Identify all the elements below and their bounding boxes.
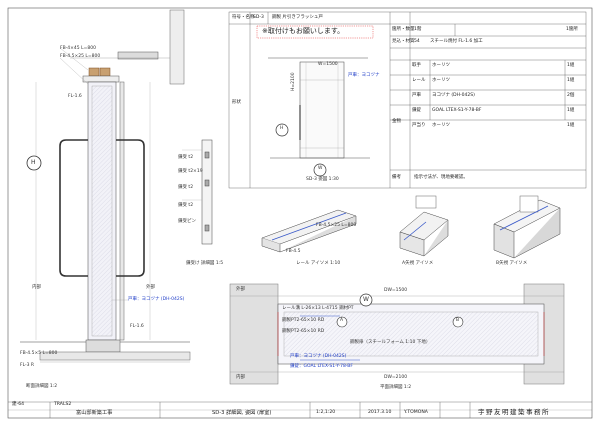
label-note: 備考 — [392, 175, 401, 180]
h-marker-circle — [26, 155, 42, 171]
plan-dim: DW=1500 — [384, 288, 408, 293]
spec-table-grid — [228, 11, 587, 189]
plan-dim2: DW=2100 — [384, 375, 408, 380]
front-h-circle — [275, 123, 289, 137]
door-name: 鋼製 片引きフラッシュ戸 — [272, 15, 323, 20]
section-note-6: FL-3 R — [20, 363, 35, 368]
hw-count-4: 1組 — [567, 123, 575, 128]
plan-b-circle — [452, 316, 464, 328]
label-qty: 箇所・数量 — [392, 27, 415, 32]
front-note-1: 戸車：ヨコヅナ — [348, 73, 380, 78]
front-caption: SD-3 姿図 1:30 — [306, 177, 339, 182]
hw-name-3: 鎌錠 — [412, 108, 421, 113]
latch-detail-drawing — [182, 139, 213, 245]
plan-a-circle — [336, 316, 348, 328]
rail-iso-drawing — [261, 209, 357, 253]
plan-w-circle — [359, 293, 373, 307]
mikomi-value: 54 — [414, 39, 420, 44]
title-block-grid — [8, 401, 592, 418]
hw-value-1: ホーリツ — [432, 78, 450, 83]
qty-text: 1階 — [414, 27, 422, 32]
rail-note-0: FB-4.5×25 L=800 — [316, 223, 357, 228]
plan-b-mark: B — [456, 318, 460, 323]
scale: 1:2,1:20 — [316, 410, 336, 415]
plan-label-2: 鋼製PT2-65×10 RD — [282, 318, 325, 323]
hw-value-2: ヨコヅナ (DH-042S) — [432, 93, 475, 98]
section-outside: 外部 — [146, 285, 155, 290]
label-location: 見込・材質 — [392, 39, 415, 44]
plan-caption: 平面詳細図 1:2 — [380, 385, 412, 390]
section-note-4: FL-1.6 — [130, 324, 144, 329]
note-value: 指示寸法が、現地要確認。 — [414, 175, 468, 180]
latch-note-2: 鎌受 t2 — [178, 185, 194, 190]
plan-label-1: レール溝 L-26×13 L-4715 鋼材PT — [282, 306, 354, 311]
door-count: 1箇所 — [566, 27, 578, 32]
front-h-mark: H — [280, 126, 284, 131]
section-note-5: FB-4.5×5 L=800 — [20, 351, 58, 356]
label-form: 形状 — [232, 100, 241, 105]
hw-name-2: 戸車 — [412, 93, 421, 98]
front-w-mark: W — [318, 166, 323, 171]
section-caption: 断面詳細図 1:2 — [26, 384, 58, 389]
plan-label-3: 鋼製PT2-65×10 RD — [282, 329, 325, 334]
drawing-date: 2017.3.10 — [368, 410, 392, 415]
b-caption: B矢視 アイソメ — [496, 261, 528, 266]
section-inside: 内部 — [32, 285, 41, 290]
remark-frame — [256, 25, 374, 39]
plan-outside: 外部 — [236, 287, 245, 292]
section-h-mark: H — [31, 159, 36, 166]
a-caption: A矢視 アイソメ — [402, 261, 434, 266]
date-label: TRALS2 — [54, 402, 72, 407]
hw-name-1: レール — [412, 78, 426, 83]
plan-label-4: 戸車：ヨコヅナ (DH-042S) — [290, 354, 347, 359]
hw-name-0: 取手 — [412, 63, 421, 68]
front-dim-w: W=1500 — [318, 62, 338, 67]
label-number-name: 符号・名称 — [232, 15, 255, 20]
project-name: 富山邸新築工事 — [76, 410, 113, 416]
plan-label-5: 鎌錠：GOAL LTEX-S1-Y-78-BF — [290, 364, 353, 369]
section-note-2: FL-1.6 — [68, 94, 82, 99]
door-number: SD-3 — [253, 15, 264, 20]
a-iso-drawing — [399, 195, 449, 257]
section-detail-drawing — [20, 9, 191, 363]
latch-note-3: 鎌受 t2 — [178, 203, 194, 208]
plan-detail-drawing — [229, 283, 565, 385]
b-iso-drawing — [493, 195, 561, 259]
front-w-circle — [313, 163, 327, 177]
rail-caption: レール アイソメ 1:10 — [296, 261, 341, 266]
drawn-by: Y.TOMONA — [404, 410, 428, 415]
rail-note-1: FB-4.5 — [286, 249, 301, 254]
sheet-border — [7, 7, 593, 419]
latch-note-4: 鎌受ピン — [178, 219, 196, 224]
sheet-label: 建-64 — [12, 402, 25, 407]
remark-text: ※取付けもお願いします。 — [262, 27, 345, 35]
hw-count-3: 1組 — [567, 108, 575, 113]
section-note-1: FB-4.5×25 L=800 — [60, 54, 101, 59]
section-note-0: FB-4×45 L=800 — [60, 46, 96, 51]
hw-count-0: 1組 — [567, 63, 575, 68]
plan-inside: 内部 — [236, 375, 245, 380]
hw-value-3: GOAL LTEX-S1-Y-78-BF — [432, 108, 482, 113]
hw-value-0: ホーリツ — [432, 63, 450, 68]
material-value: スチール焼付 FL-1.6 加工 — [430, 39, 483, 44]
plan-a-mark: A — [340, 318, 344, 323]
label-hardware: 金物 — [392, 119, 401, 124]
latch-note-1: 鎌受 t2×19 — [178, 169, 203, 174]
latch-note-0: 鎌受 t2 — [178, 155, 194, 160]
hw-name-4: 戸当り — [412, 123, 426, 128]
hw-count-1: 1組 — [567, 78, 575, 83]
hw-value-4: ホーリツ — [432, 123, 450, 128]
section-note-3: 戸車：ヨコヅナ (DH-042S) — [128, 297, 185, 302]
latch-caption: 鎌受け 詳細図 1:5 — [186, 261, 224, 266]
front-dim-h: H=2100 — [291, 72, 296, 91]
firm-name: 宇野友明建築事務所 — [478, 408, 550, 416]
front-elevation-drawing — [268, 57, 370, 159]
plan-center-label: 鋼製扉（スチールフォーム 1:10 下地） — [350, 340, 431, 345]
drawing-title: SD-3 詳細図, 姿図 (扉室) — [212, 410, 272, 416]
plan-w-mark: W — [363, 296, 369, 303]
hw-count-2: 2個 — [567, 93, 575, 98]
